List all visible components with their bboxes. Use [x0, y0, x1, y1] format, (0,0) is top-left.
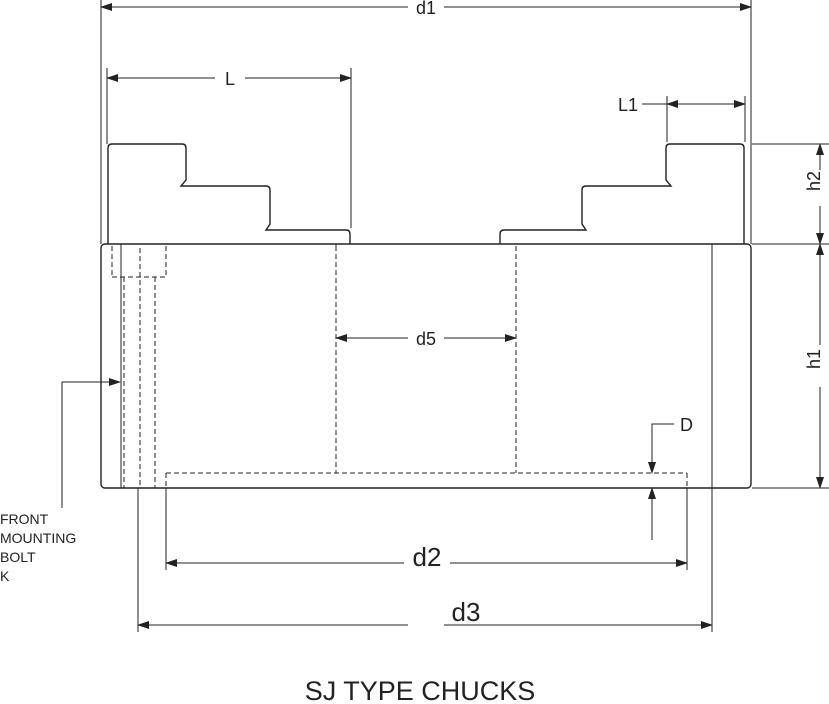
dim-label-d1: d1	[416, 0, 436, 18]
mounting-bolt-callout: FRONT MOUNTING BOLT K	[0, 378, 121, 584]
right-jaw	[499, 143, 745, 244]
dim-d1: d1	[100, 0, 752, 18]
dim-l1: L1	[618, 95, 746, 115]
dim-label-h1: h1	[804, 349, 824, 369]
callout-line-2: MOUNTING	[0, 530, 76, 546]
dim-label-d5: d5	[416, 329, 436, 349]
dim-h2: h2	[804, 143, 824, 245]
drawing-title: SJ TYPE CHUCKS	[305, 676, 536, 704]
dim-l: L	[106, 69, 352, 89]
dim-label-h2: h2	[804, 171, 824, 191]
dim-d3: d3	[137, 597, 713, 629]
dim-d: D	[648, 415, 693, 540]
dim-label-d2: d2	[413, 542, 442, 572]
left-jaw	[107, 143, 351, 244]
extension-lines	[100, 0, 829, 632]
callout-line-3: BOLT	[0, 549, 36, 565]
hidden-lines	[111, 246, 688, 488]
callout-line-4: K	[0, 568, 10, 584]
dim-label-l: L	[225, 69, 235, 89]
chuck-body	[100, 243, 752, 489]
callout-line-1: FRONT	[0, 511, 49, 527]
dim-d5: d5	[335, 329, 517, 349]
dim-label-d: D	[680, 415, 693, 435]
dim-d2: d2	[165, 542, 688, 572]
dim-h1: h1	[804, 243, 824, 489]
dim-label-l1: L1	[618, 95, 638, 115]
dim-label-d3: d3	[452, 597, 481, 627]
